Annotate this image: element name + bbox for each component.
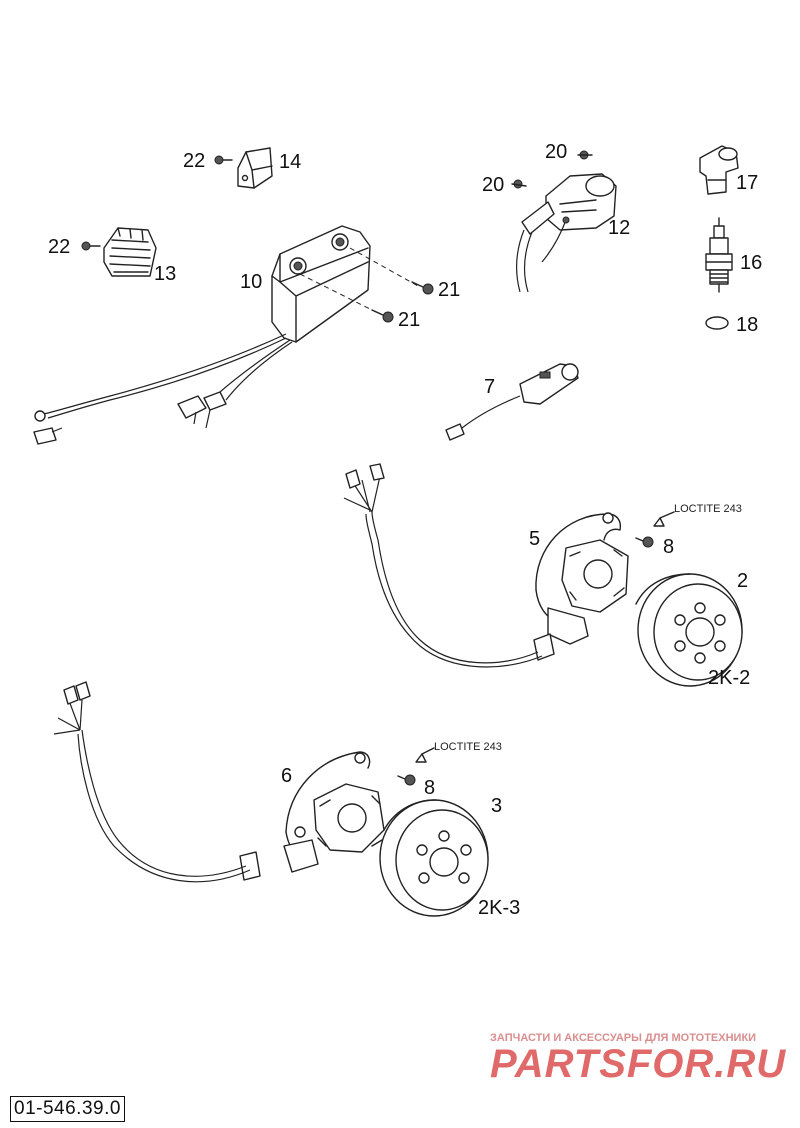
cdi-wiring-harness <box>33 333 293 445</box>
label-7: 7 <box>484 376 495 398</box>
part-2-flywheel-upper <box>635 573 743 687</box>
part-10-cdi-unit <box>271 225 419 343</box>
part-21-screw-upper <box>411 281 434 295</box>
label-22-lower: 22 <box>48 236 70 258</box>
label-21-lower: 21 <box>398 309 420 331</box>
part-12-ignition-coil <box>515 173 617 293</box>
part-14-bracket <box>237 147 273 189</box>
part-6-stator-lower <box>53 681 385 883</box>
loctite-note-upper: LOCTITE 243 <box>674 503 742 515</box>
watermark-caption: ЗАПЧАСТИ И АКСЕССУАРЫ ДЛЯ МОТОТЕХНИКИ <box>490 1032 757 1044</box>
watermark-logo: PARTSFOR.RU <box>490 1042 787 1086</box>
label-2: 2 <box>737 570 748 592</box>
label-12: 12 <box>608 217 630 239</box>
label-3: 3 <box>491 795 502 817</box>
part-16-spark-plug <box>705 217 733 293</box>
label-18: 18 <box>736 314 758 336</box>
part-20-screw-upper <box>577 150 593 160</box>
label-22-upper: 22 <box>183 150 205 172</box>
label-5: 5 <box>529 528 540 550</box>
part-17-spark-plug-cap <box>699 145 739 195</box>
label-20-lower: 20 <box>482 174 504 196</box>
label-14: 14 <box>279 151 301 173</box>
label-2k-3: 2K-3 <box>478 897 520 919</box>
part-22-screw-lower <box>81 241 101 251</box>
label-21-upper: 21 <box>438 279 460 301</box>
part-22-screw-upper <box>214 155 233 165</box>
part-3-flywheel-lower <box>379 799 489 917</box>
part-8-screw-lower <box>397 747 435 786</box>
loctite-note-lower: LOCTITE 243 <box>434 741 502 753</box>
part-13-regulator <box>103 227 157 277</box>
label-8-upper: 8 <box>663 536 674 558</box>
label-10: 10 <box>240 271 262 293</box>
label-8-lower: 8 <box>424 777 435 799</box>
part-21-screw-lower <box>371 309 394 323</box>
part-18-o-ring <box>705 316 729 330</box>
part-5-stator-upper <box>343 463 629 668</box>
label-13: 13 <box>154 263 176 285</box>
label-16: 16 <box>740 252 762 274</box>
label-6: 6 <box>281 765 292 787</box>
label-17: 17 <box>736 172 758 194</box>
label-20-upper: 20 <box>545 141 567 163</box>
part-7-suppressor <box>445 363 579 441</box>
label-2k-2: 2K-2 <box>708 667 750 689</box>
part-20-screw-lower <box>511 179 527 189</box>
part-8-screw-upper <box>635 511 675 548</box>
document-code: 01-546.39.0 <box>10 1096 125 1122</box>
